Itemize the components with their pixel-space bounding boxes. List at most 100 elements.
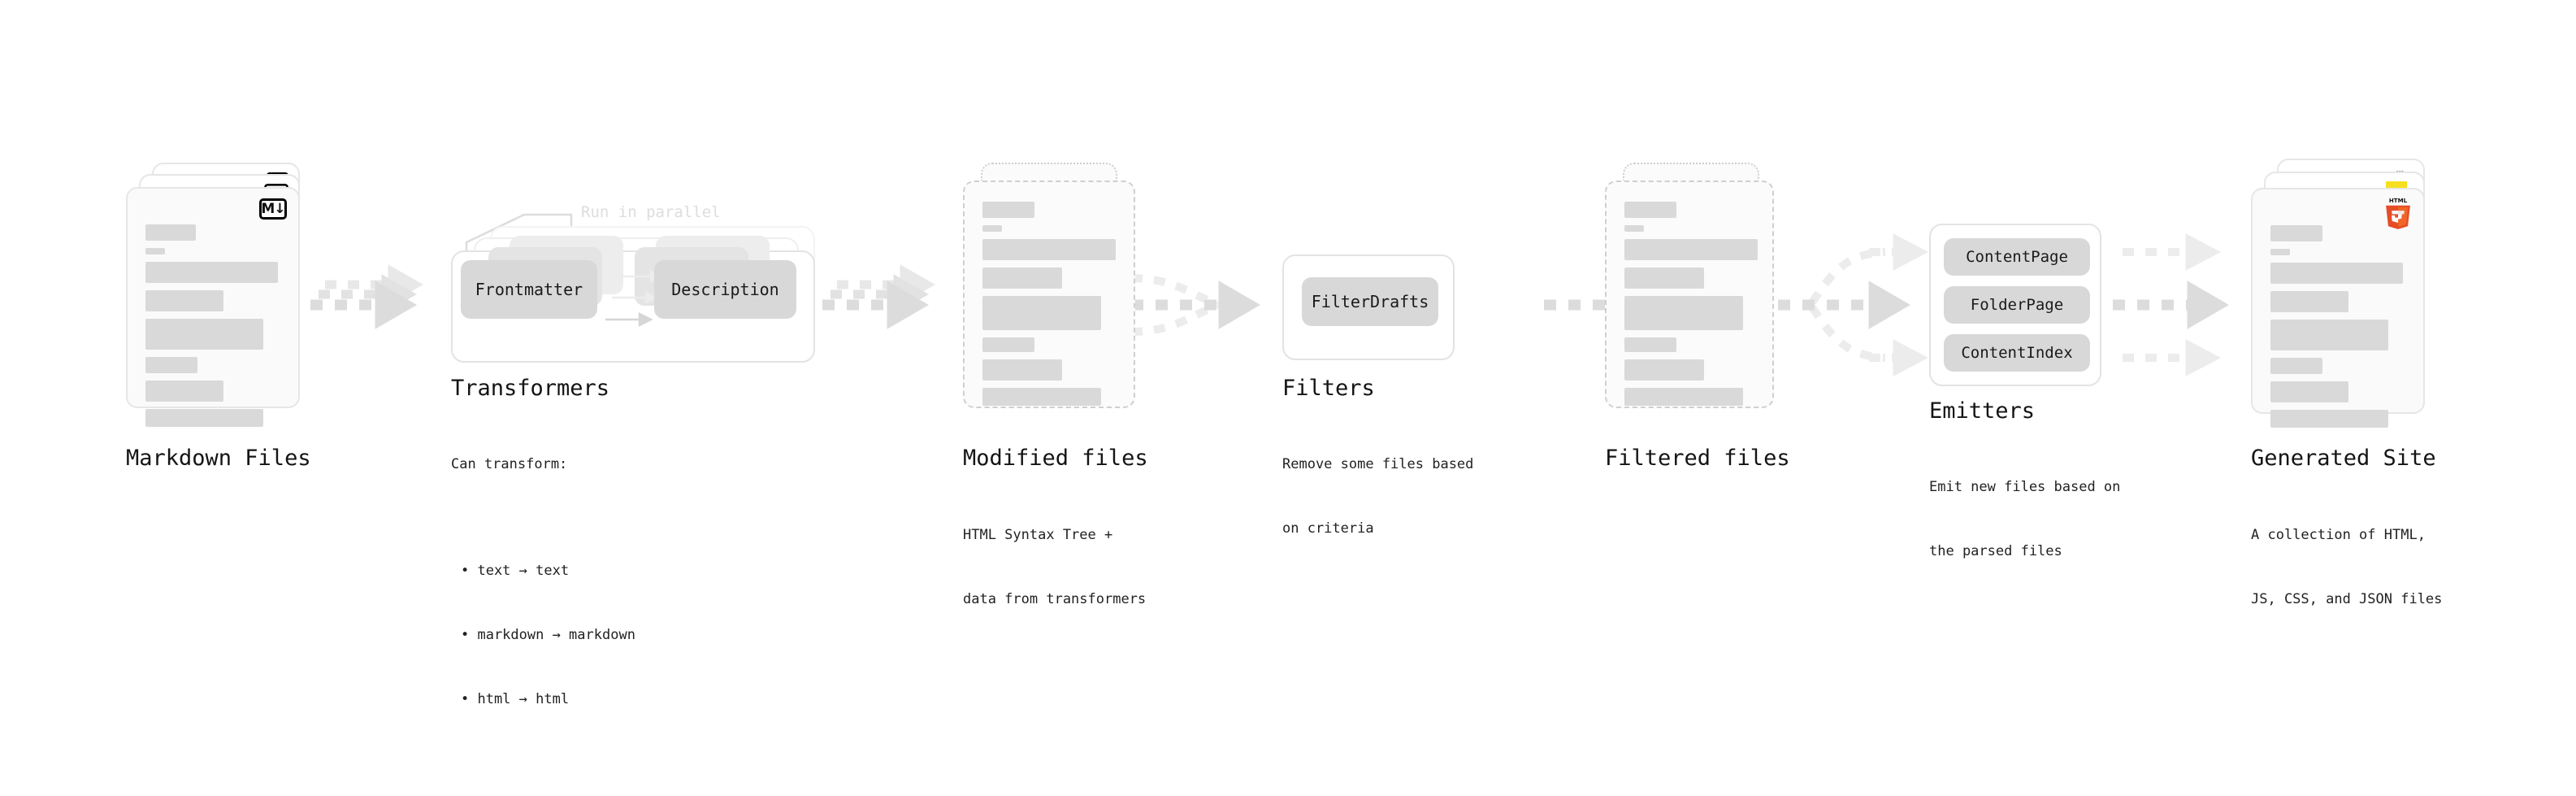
folderpage-pill-label: FolderPage — [1970, 296, 2064, 314]
filtered-files-title: Filtered files — [1605, 446, 1790, 471]
arrow-md-to-transformers — [310, 281, 417, 329]
content-bar — [982, 239, 1116, 260]
list-item: • html → html — [461, 691, 570, 708]
content-bar — [145, 409, 263, 427]
content-bar — [145, 224, 196, 241]
markdown-files-stack: M↓ M↓ M↓ — [126, 163, 313, 427]
run-in-parallel-label: Run in parallel — [581, 203, 721, 221]
arrow-transformers-to-modified — [822, 281, 929, 329]
content-bar — [982, 268, 1062, 289]
content-bar — [982, 359, 1062, 381]
transformers-subtitle-heading: Can transform: — [451, 455, 568, 472]
subtitle-line: on criteria — [1282, 520, 1374, 537]
content-bar — [145, 262, 278, 283]
subtitle-line: Emit new files based on — [1929, 478, 2121, 495]
filterdrafts-pill[interactable]: FilterDrafts — [1302, 277, 1438, 326]
markdown-card-front: M↓ — [126, 187, 300, 427]
modified-card-front — [963, 181, 1135, 408]
filtered-card-front — [1605, 181, 1774, 408]
contentpage-pill-label: ContentPage — [1966, 248, 2068, 266]
content-bar — [982, 337, 1034, 352]
arrow-modified-to-filters — [1131, 281, 1260, 329]
arrow-filtered-to-emitters-up — [1808, 233, 1929, 305]
subtitle-line: HTML Syntax Tree + — [963, 526, 1113, 543]
filters-box: FilterDrafts — [1282, 254, 1455, 360]
frontmatter-pill[interactable]: Frontmatter — [461, 260, 597, 319]
content-bar — [982, 202, 1034, 218]
transformer-inner-arrows — [605, 269, 663, 328]
content-bar — [1624, 202, 1676, 218]
content-bar — [2270, 320, 2388, 350]
markdown-icon: M↓ — [259, 198, 287, 220]
content-bar — [2270, 358, 2322, 374]
arrow-emitters-to-site — [2113, 281, 2229, 329]
arrow-filtered-to-emitters — [1778, 281, 1910, 329]
description-pill[interactable]: Description — [654, 260, 796, 319]
content-bar — [145, 248, 165, 254]
list-item: • markdown → markdown — [461, 627, 635, 644]
content-bar — [2270, 263, 2403, 284]
filters-title: Filters — [1282, 376, 1375, 401]
content-bar — [1624, 225, 1644, 232]
content-bar — [145, 357, 197, 373]
generated-card-content — [2270, 225, 2409, 435]
list-item: • text → text — [461, 563, 570, 580]
content-bar — [982, 296, 1101, 330]
markdown-card-content — [145, 224, 284, 434]
content-bar — [982, 225, 1002, 232]
markdown-files-title: Markdown Files — [126, 446, 311, 471]
subtitle-line: data from transformers — [963, 590, 1147, 607]
modified-files-subtitle: HTML Syntax Tree + data from transformer… — [963, 481, 1146, 653]
generated-site-title: Generated Site — [2251, 446, 2436, 471]
content-bar — [1624, 268, 1704, 289]
modified-files-title: Modified files — [963, 446, 1148, 471]
filters-subtitle: Remove some files based on criteria — [1282, 411, 1473, 582]
content-bar — [145, 319, 263, 350]
filtered-card-content — [1624, 202, 1758, 413]
contentpage-pill[interactable]: ContentPage — [1944, 238, 2090, 276]
svg-text:HTML: HTML — [2389, 197, 2408, 204]
transformers-title: Transformers — [451, 376, 610, 401]
emitters-box: ContentPage FolderPage ContentIndex — [1929, 224, 2101, 386]
content-bar — [1624, 337, 1676, 352]
content-bar — [145, 381, 223, 402]
content-bar — [1624, 296, 1743, 330]
emitters-title: Emitters — [1929, 398, 2036, 424]
modified-card-content — [982, 202, 1119, 413]
contentindex-pill[interactable]: ContentIndex — [1944, 334, 2090, 372]
content-bar — [2270, 249, 2290, 255]
arrow-emitters-to-site-top — [2123, 233, 2222, 271]
html5-icon: HTML — [2386, 197, 2410, 229]
contentindex-pill-label: ContentIndex — [1961, 344, 2073, 362]
subtitle-line: A collection of HTML, — [2251, 526, 2426, 543]
arrow-filtered-to-emitters-down — [1808, 305, 1929, 376]
transformers-group: Run in parallel Frontmatter Description — [451, 195, 825, 370]
content-bar — [1624, 359, 1704, 381]
generated-card-front: HTML — [2251, 188, 2425, 428]
folderpage-pill[interactable]: FolderPage — [1944, 286, 2090, 324]
arrow-modified-to-filters-converge-bottom — [1130, 302, 1221, 336]
subtitle-line: Remove some files based — [1282, 455, 1474, 472]
emitters-subtitle: Emit new files based on the parsed files — [1929, 433, 2120, 605]
transformers-subtitle: Can transform: • text → text • markdown … — [451, 411, 635, 796]
content-bar — [1624, 239, 1758, 260]
content-bar — [2270, 291, 2348, 312]
content-bar — [145, 290, 223, 311]
content-bar — [2270, 381, 2348, 402]
transformers-bullet-list: • text → text • markdown → markdown • ht… — [451, 518, 635, 754]
arrow-emitters-to-site-bottom — [2123, 339, 2222, 376]
arrow-modified-to-filters-converge-top — [1130, 274, 1221, 308]
content-bar — [982, 388, 1101, 406]
generated-site-stack: CSS HTML — [2251, 159, 2446, 428]
frontmatter-pill-label: Frontmatter — [475, 280, 583, 299]
modified-files-stack — [963, 163, 1150, 423]
generated-site-subtitle: A collection of HTML, JS, CSS, and JSON … — [2251, 481, 2442, 653]
content-bar — [2270, 410, 2388, 428]
subtitle-line: JS, CSS, and JSON files — [2251, 590, 2443, 607]
filtered-files-stack — [1605, 163, 1792, 423]
subtitle-line: the parsed files — [1929, 542, 2062, 559]
description-pill-label: Description — [671, 280, 779, 299]
filterdrafts-pill-label: FilterDrafts — [1311, 292, 1429, 311]
pipeline-diagram: M↓ M↓ M↓ Markdown Files — [126, 159, 2446, 707]
content-bar — [2270, 225, 2322, 241]
